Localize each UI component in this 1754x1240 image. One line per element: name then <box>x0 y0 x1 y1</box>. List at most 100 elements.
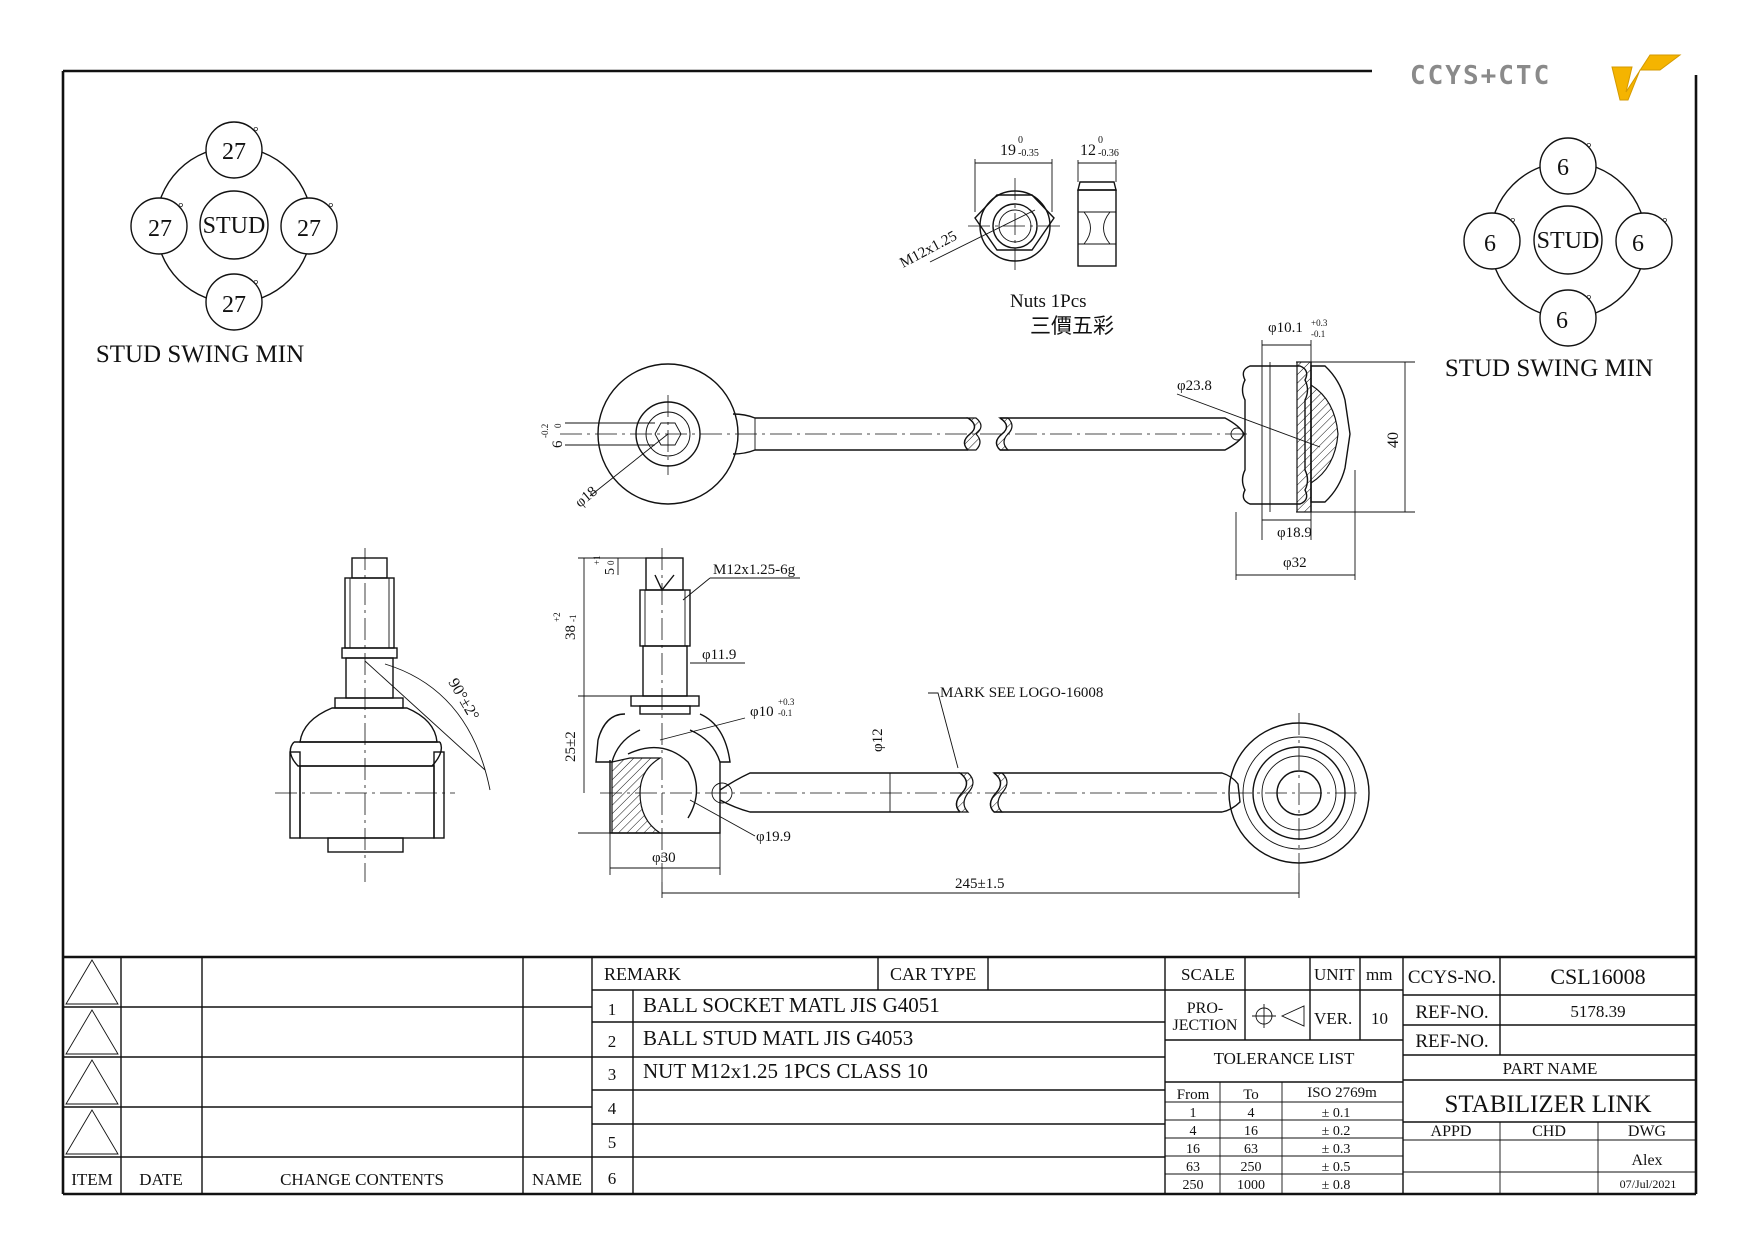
swing-right-caption: STUD SWING MIN <box>1445 355 1653 382</box>
dim-11-9: φ11.9 <box>702 647 736 663</box>
remark-item-1: BALL SOCKET MATL JIS G4051 <box>643 993 940 1017</box>
svg-text:APPD: APPD <box>1431 1123 1472 1140</box>
svg-text:°: ° <box>328 201 334 216</box>
mark-note: MARK SEE LOGO-16008 <box>940 685 1103 701</box>
nut-dim-12: 12 <box>1080 142 1096 159</box>
part-name-label: PART NAME <box>1503 1059 1598 1078</box>
remark-item-2: BALL STUD MATL JIS G4053 <box>643 1026 913 1050</box>
svg-text:°: ° <box>1586 141 1592 156</box>
svg-text:1: 1 <box>1190 1106 1197 1121</box>
svg-text:0: 0 <box>606 560 616 565</box>
dim-19-9: φ19.9 <box>756 829 791 845</box>
svg-text:1: 1 <box>608 1000 617 1019</box>
svg-text:± 0.3: ± 0.3 <box>1322 1142 1351 1157</box>
svg-text:2: 2 <box>608 1032 617 1051</box>
part-name-value: STABILIZER LINK <box>1445 1091 1652 1118</box>
dwg-name: Alex <box>1631 1152 1662 1169</box>
nut-label-cn: 三價五彩 <box>1030 314 1114 338</box>
svg-text:± 0.8: ± 0.8 <box>1322 1178 1351 1193</box>
svg-text:-0.2: -0.2 <box>540 424 550 438</box>
dim-40: 40 <box>1385 432 1402 448</box>
svg-text:ITEM: ITEM <box>71 1170 113 1189</box>
sheet-border <box>61 69 1698 1196</box>
svg-text:1000: 1000 <box>1237 1178 1265 1193</box>
ref-no-value-1: 5178.39 <box>1570 1002 1625 1021</box>
svg-text:6: 6 <box>608 1169 617 1188</box>
svg-text:250: 250 <box>1241 1160 1262 1175</box>
svg-text:From: From <box>1177 1087 1210 1103</box>
swing-left-center: STUD <box>203 213 266 239</box>
dim-30: φ30 <box>652 850 676 866</box>
svg-text:0: 0 <box>553 423 563 428</box>
swing-right-top: 6 <box>1557 155 1569 181</box>
svg-text:+0.3: +0.3 <box>1311 318 1328 328</box>
svg-text:+0.3: +0.3 <box>778 697 795 707</box>
svg-text:250: 250 <box>1183 1178 1204 1193</box>
angle-dim: 90°±2° <box>445 676 483 724</box>
side-view: 38 +2 -1 25±2 5 +1 0 M12x1.25-6g φ11.9 φ… <box>552 548 1370 898</box>
remarks-table: REMARK CAR TYPE 1 BALL SOCKET MATL JIS G… <box>592 957 1166 1194</box>
svg-text:-0.1: -0.1 <box>1311 329 1325 339</box>
svg-text:63: 63 <box>1244 1142 1258 1157</box>
svg-text:DWG: DWG <box>1628 1123 1667 1140</box>
unit-label: UNIT <box>1314 965 1355 984</box>
svg-text:°: ° <box>178 201 184 216</box>
ver-value: 10 <box>1371 1009 1388 1028</box>
nut-label: Nuts 1Pcs <box>1010 291 1087 312</box>
dim-dia-32: φ32 <box>1283 555 1307 571</box>
scale-tolerance-block: SCALE UNIT mm PRO- JECTION VER. 10 TOLER… <box>1165 957 1404 1194</box>
top-view: 40 φ10.1 +0.3 -0.1 φ23.8 φ18.9 φ32 6 -0.… <box>540 318 1415 580</box>
swing-right-center: STUD <box>1537 228 1600 254</box>
dim-dia-10-1: φ10.1 <box>1268 320 1303 336</box>
ref-no-label-1: REF-NO. <box>1415 1002 1488 1023</box>
svg-text:4: 4 <box>1248 1106 1255 1121</box>
svg-text:°: ° <box>253 125 259 140</box>
dim-dia-18-9: φ18.9 <box>1277 525 1312 541</box>
dim-5: 5 <box>603 568 618 575</box>
svg-text:3: 3 <box>608 1065 617 1084</box>
svg-text:°: ° <box>1510 216 1516 231</box>
svg-text:JECTION: JECTION <box>1173 1017 1238 1034</box>
dim-dia-23-8: φ23.8 <box>1177 378 1212 394</box>
swing-left-right: 27 <box>297 216 321 242</box>
ver-label: VER. <box>1314 1009 1352 1028</box>
dim-10: φ10 <box>750 704 774 720</box>
svg-text:CHD: CHD <box>1532 1123 1566 1140</box>
svg-text:-1: -1 <box>568 615 578 623</box>
front-view: 90°±2° <box>275 548 491 882</box>
svg-text:63: 63 <box>1186 1160 1200 1175</box>
svg-text:0: 0 <box>1098 135 1103 146</box>
dim-hex-6: 6 <box>550 440 566 448</box>
svg-text:+2: +2 <box>552 612 562 622</box>
swing-left-bottom: 27 <box>222 292 246 318</box>
company-logo: CCYS+CTC <box>1410 54 1682 101</box>
swing-left-top: 27 <box>222 139 246 165</box>
stud-swing-right: STUD 6 6 6 6 ° ° ° ° STUD SWING MIN <box>1445 137 1673 382</box>
ref-no-label-2: REF-NO. <box>1415 1031 1488 1052</box>
ccys-no-label: CCYS-NO. <box>1408 967 1496 988</box>
svg-text:± 0.1: ± 0.1 <box>1322 1106 1351 1121</box>
swing-left-caption: STUD SWING MIN <box>96 341 304 368</box>
dim-dia-18: φ18 <box>572 484 600 511</box>
remark-header: REMARK <box>604 964 681 984</box>
dim-38: 38 <box>563 625 579 640</box>
stud-swing-left: STUD 27 27 27 27 ° ° ° ° STUD SWING MIN <box>96 121 338 368</box>
title-block: CCYS-NO. CSL16008 REF-NO. 5178.39 REF-NO… <box>1403 957 1696 1194</box>
svg-text:0: 0 <box>1018 135 1023 146</box>
remark-item-3: NUT M12x1.25 1PCS CLASS 10 <box>643 1059 928 1083</box>
projection-symbol-icon <box>1252 1004 1305 1028</box>
svg-text:4: 4 <box>1190 1124 1197 1139</box>
svg-text:-0.1: -0.1 <box>778 708 792 718</box>
svg-text:+1: +1 <box>592 555 602 565</box>
dim-25: 25±2 <box>563 731 579 762</box>
swing-right-left: 6 <box>1484 231 1496 257</box>
scale-label: SCALE <box>1181 965 1235 984</box>
nut-dim-19: 19 <box>1000 142 1016 159</box>
dim-12: φ12 <box>870 728 886 752</box>
svg-text:CCYS+CTC: CCYS+CTC <box>1410 61 1551 91</box>
svg-text:CHANGE CONTENTS: CHANGE CONTENTS <box>280 1170 444 1189</box>
svg-text:4: 4 <box>608 1099 617 1118</box>
svg-text:°: ° <box>1662 216 1668 231</box>
revision-table: ITEM DATE CHANGE CONTENTS NAME <box>63 957 593 1194</box>
dwg-date: 07/Jul/2021 <box>1620 1177 1677 1191</box>
